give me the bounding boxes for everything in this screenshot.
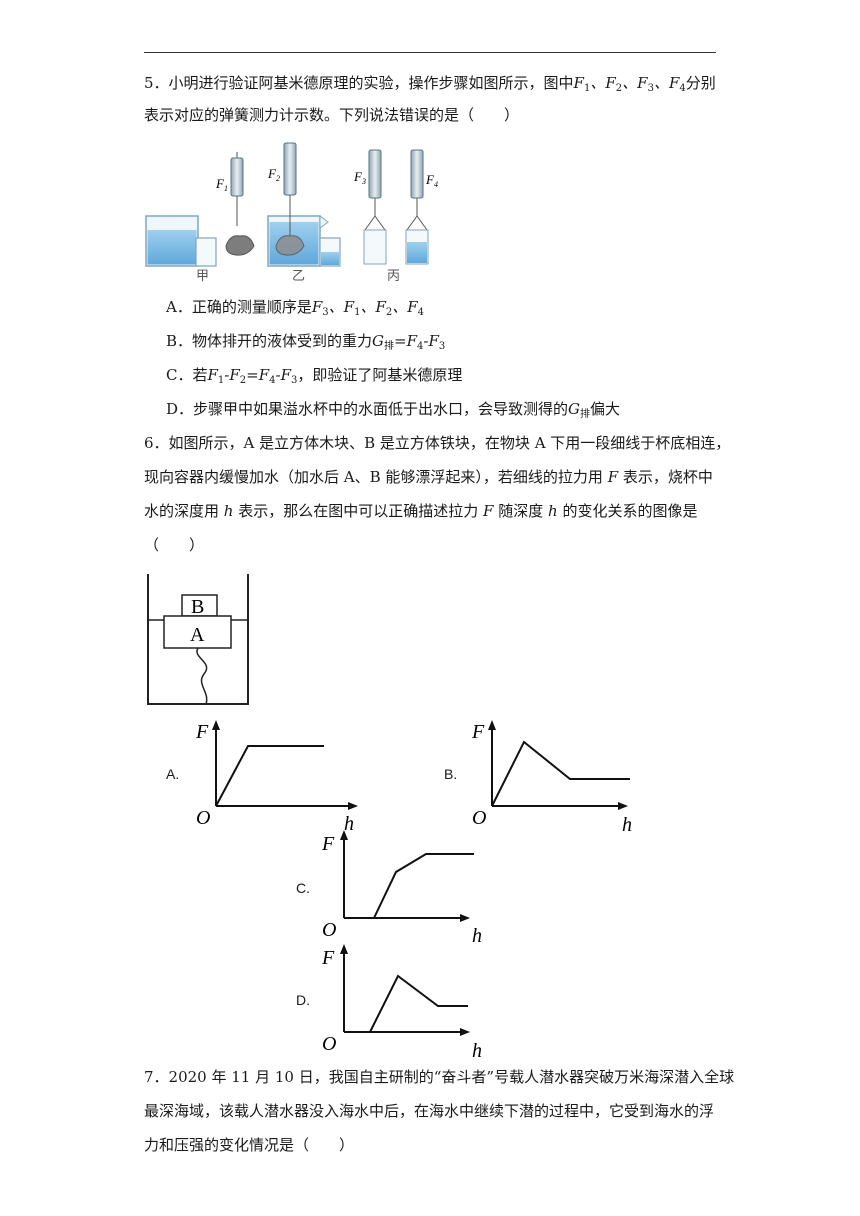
label-f1: F1 bbox=[215, 176, 228, 193]
graph-b-o: O bbox=[472, 807, 486, 829]
caption-yi: 乙 bbox=[292, 268, 305, 283]
graph-b-f: F bbox=[471, 721, 485, 743]
q6-line-2: 现向容器内缓慢加水（加水后 A、B 能够漂浮起来），若细线的拉力用 F 表示，烧… bbox=[144, 468, 713, 486]
graph-d[interactable]: F O h bbox=[318, 940, 488, 1060]
q7-line-3: 力和压强的变化情况是（ ） bbox=[144, 1136, 355, 1154]
graph-c-h: h bbox=[472, 925, 482, 944]
spring-scale-f1 bbox=[225, 152, 255, 256]
graph-a-h: h bbox=[344, 813, 354, 834]
graph-a-label[interactable]: A. bbox=[166, 766, 180, 782]
graph-b-label[interactable]: B. bbox=[444, 766, 458, 782]
small-beaker-yi bbox=[319, 237, 341, 267]
q5-option-d[interactable]: D．步骤甲中如果溢水杯中的水面低于出水口，会导致测得的G排偏大 bbox=[166, 400, 621, 420]
graph-a[interactable]: F O h bbox=[190, 716, 370, 834]
q5-line-2: 表示对应的弹簧测力计示数。下列说法错误的是（ ） bbox=[144, 106, 520, 124]
q5-option-a[interactable]: A．正确的测量顺序是F3、F1、F2、F4 bbox=[166, 298, 425, 318]
label-f4: F4 bbox=[425, 172, 438, 189]
graph-d-h: h bbox=[472, 1040, 482, 1060]
graph-a-o: O bbox=[196, 807, 210, 829]
graph-d-label[interactable]: D. bbox=[296, 992, 310, 1008]
q5-option-b[interactable]: B．物体排开的液体受到的重力G排=F4-F3 bbox=[166, 332, 446, 352]
q7-line-2: 最深海域，该载人潜水器没入海水中后，在海水中继续下潜的过程中，它受到海水的浮 bbox=[144, 1102, 715, 1120]
q5-line-1: 5．小明进行验证阿基米德原理的实验，操作步骤如图所示，图中F1、F2、F3、F4… bbox=[144, 74, 716, 94]
graph-a-f: F bbox=[195, 721, 209, 743]
graph-d-o: O bbox=[322, 1033, 336, 1055]
graph-c-o: O bbox=[322, 919, 336, 941]
graph-d-f: F bbox=[321, 947, 335, 969]
spring-scale-f3 bbox=[363, 149, 387, 265]
graph-c-label[interactable]: C. bbox=[296, 880, 310, 896]
graph-c[interactable]: F O h bbox=[318, 826, 488, 944]
q6-container-figure: B A bbox=[147, 574, 249, 705]
caption-bing: 丙 bbox=[387, 268, 400, 283]
block-b-label: B bbox=[191, 596, 204, 618]
label-f3: F3 bbox=[353, 169, 366, 186]
overflow-cup-jia bbox=[145, 215, 199, 267]
graph-b-h: h bbox=[622, 814, 632, 836]
graph-c-f: F bbox=[321, 833, 335, 855]
caption-jia: 甲 bbox=[196, 268, 209, 283]
q6-line-3: 水的深度用 h 表示，那么在图中可以正确描述拉力 F 随深度 h 的变化关系的图… bbox=[144, 502, 698, 520]
q5-experiment-figure: F1 F2 F3 F4 甲 乙 丙 bbox=[145, 142, 438, 283]
q7-line-1: 7．2020 年 11 月 10 日，我国自主研制的“奋斗者”号载人潜水器突破万… bbox=[144, 1068, 735, 1086]
overflow-cup-yi bbox=[267, 215, 329, 267]
spring-scale-f4 bbox=[405, 149, 429, 265]
label-f2: F2 bbox=[267, 166, 280, 183]
q6-line-4: （ ） bbox=[144, 536, 205, 554]
block-a-label: A bbox=[190, 624, 205, 646]
graph-b[interactable]: F O h bbox=[466, 716, 646, 836]
small-beaker-jia bbox=[195, 237, 217, 267]
q5-option-c[interactable]: C．若F1-F2=F4-F3，即验证了阿基米德原理 bbox=[166, 366, 463, 386]
spring-scale-f2 bbox=[283, 142, 297, 236]
header-rule bbox=[144, 52, 716, 53]
q6-line-1: 6．如图所示，A 是立方体木块、B 是立方体铁块，在物块 A 下用一段细线于杯底… bbox=[144, 434, 731, 452]
